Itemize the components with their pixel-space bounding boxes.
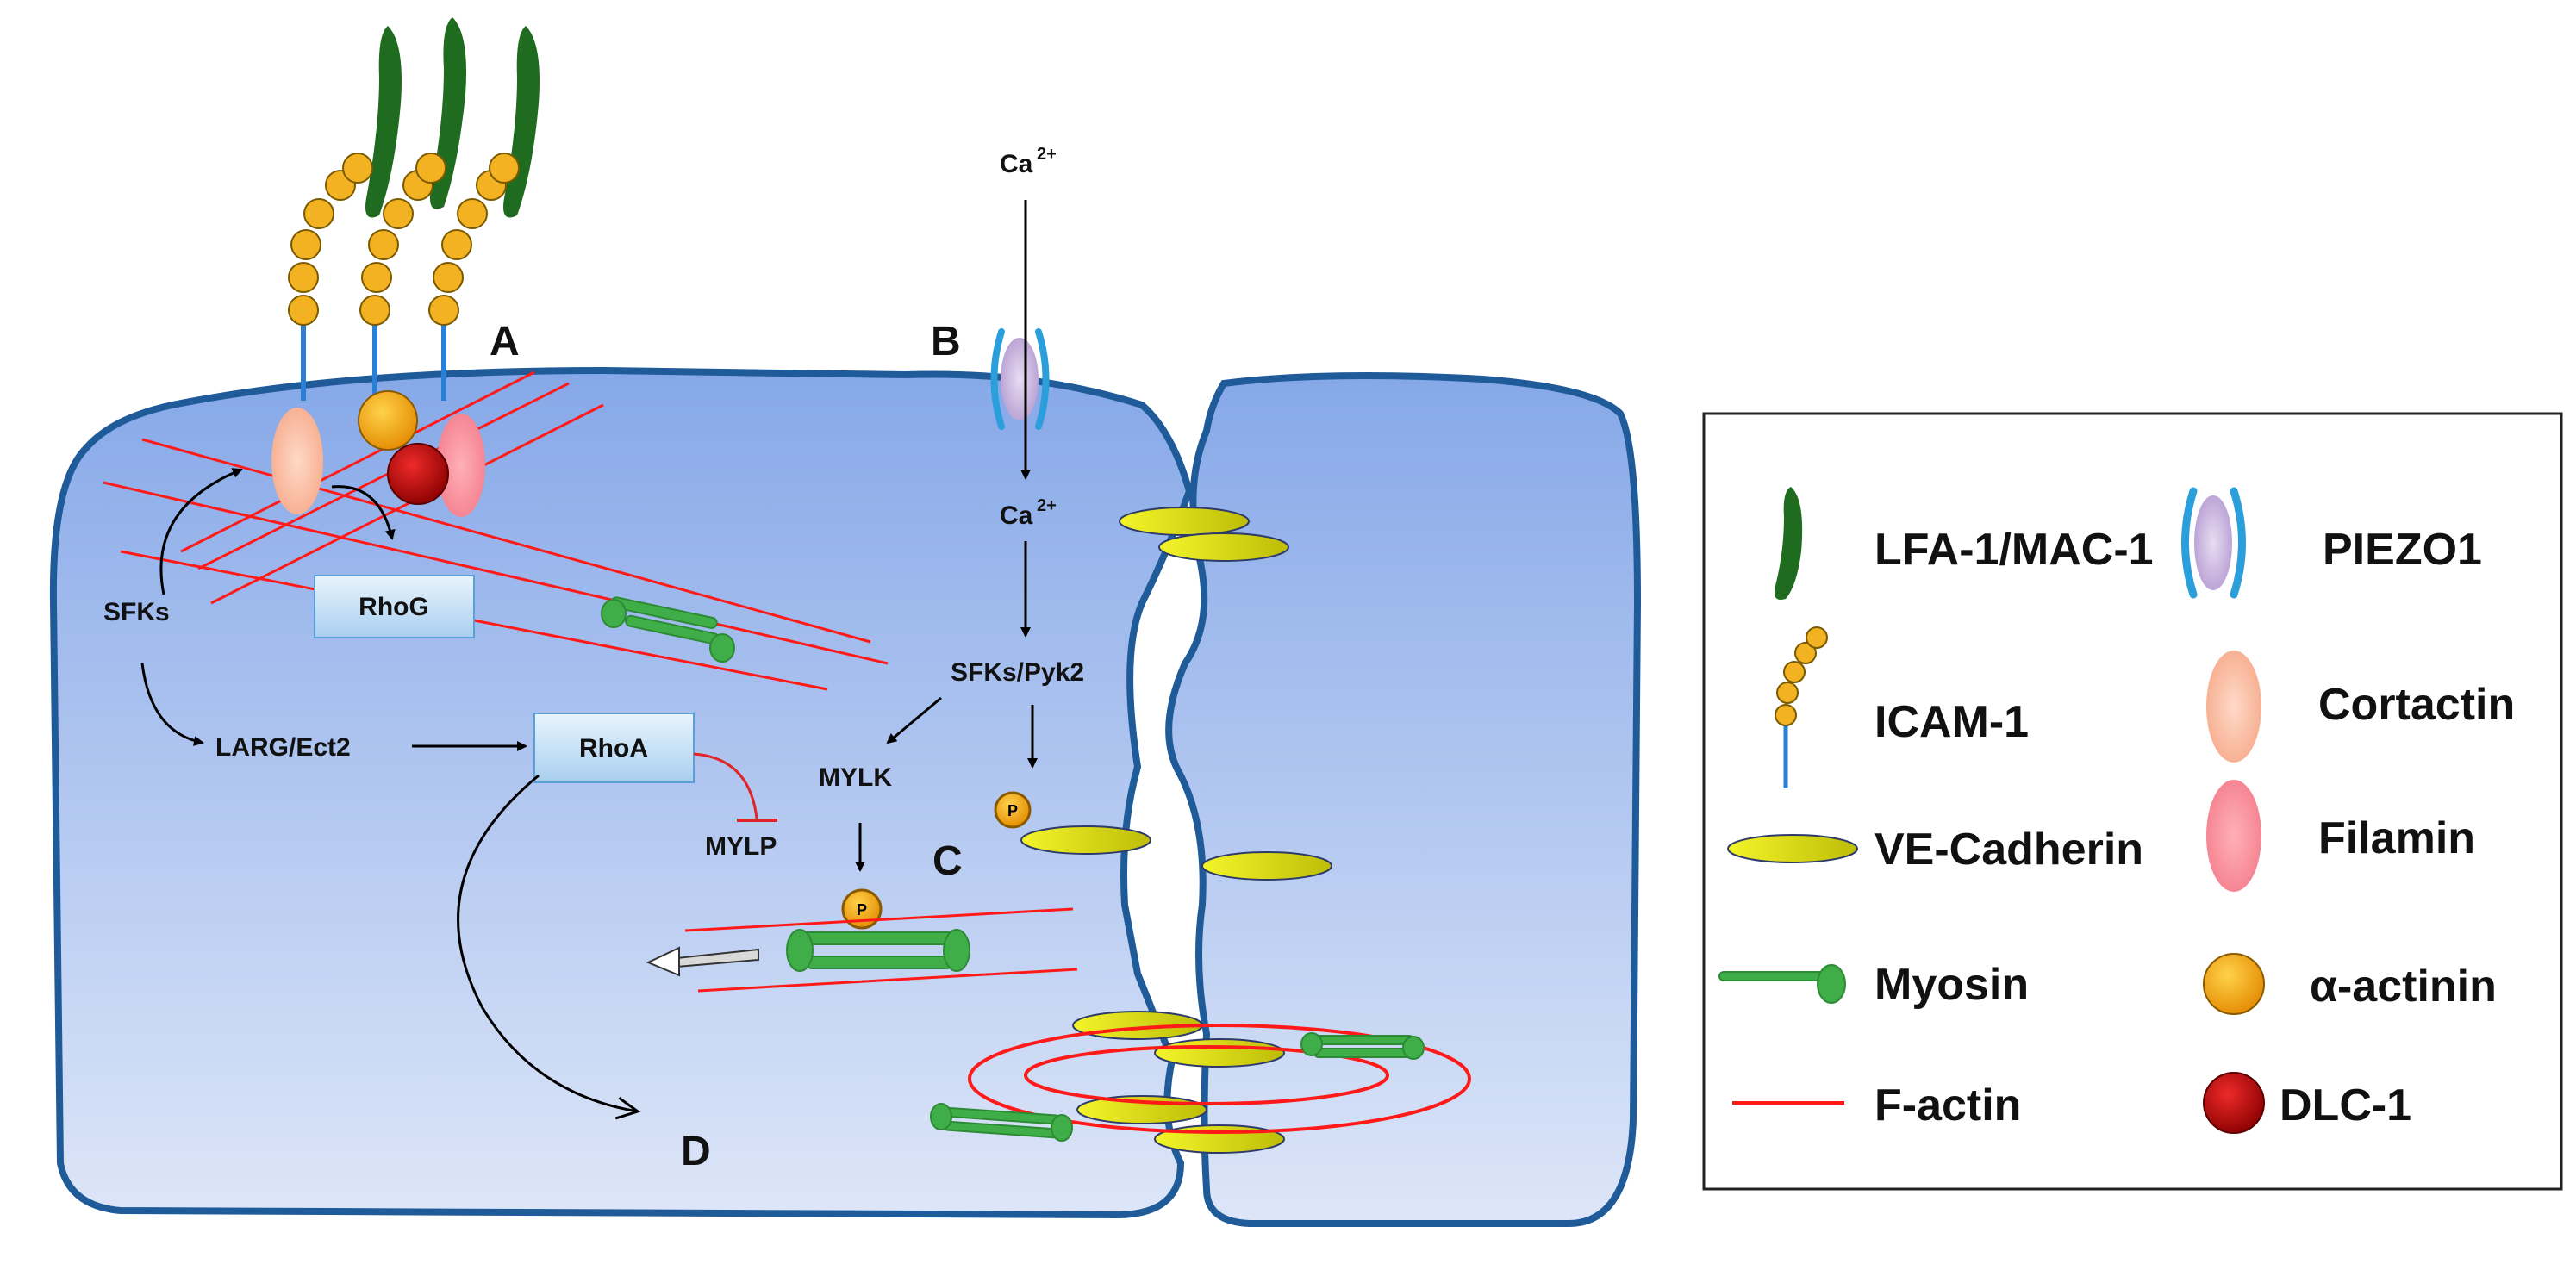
- panel-d-label: D: [681, 1129, 711, 1174]
- ca-outside-charge: 2+: [1037, 145, 1057, 164]
- cortactin-shape: [271, 408, 323, 514]
- ca-inside-label: Ca: [1000, 501, 1033, 530]
- filamin-icon: [2206, 780, 2261, 892]
- phospho-cadherin-label: P: [1007, 802, 1018, 819]
- filamin-shape: [437, 414, 485, 517]
- ca-outside-label: Ca: [1000, 150, 1033, 178]
- legend-label-cortactin: Cortactin: [2318, 680, 2515, 730]
- piezo1-channel: [990, 328, 1050, 430]
- phospho-myosin-icon: [841, 888, 883, 930]
- sfks-label: SFKs: [103, 598, 170, 626]
- sfks-to-larg-arrow: [140, 663, 204, 746]
- legend-label-alpha-actinin: α-actinin: [2310, 962, 2497, 1012]
- rhog-box: [314, 575, 475, 638]
- right-endothelial-cell: [1165, 372, 1642, 1227]
- rhoa-to-d-arrow: [457, 774, 641, 1120]
- myosin-a: [601, 596, 735, 663]
- panel-a-label: A: [490, 319, 520, 364]
- ve-cadherin-icon: [1727, 834, 1858, 863]
- rhoa-label: RhoA: [579, 734, 648, 763]
- lfa1-mac1-icon: [1774, 487, 1803, 600]
- mylp-label: MYLP: [705, 832, 777, 861]
- phospho-myosin-label: P: [857, 901, 867, 918]
- phospho-cadherin-icon: [994, 791, 1032, 829]
- dlc1-icon: [2203, 1072, 2265, 1134]
- legend-label-lfa1-mac1: LFA-1/MAC-1: [1874, 525, 2154, 575]
- legend-box: [1702, 412, 2563, 1191]
- dlc1-shape: [387, 443, 449, 505]
- legend-label-filamin: Filamin: [2318, 813, 2475, 863]
- sfks-pyk2-label: SFKs/Pyk2: [951, 658, 1084, 687]
- legend-label-dlc1: DLC-1: [2280, 1080, 2411, 1130]
- myosin-c: [786, 929, 970, 972]
- alpha-actinin-shape: [358, 390, 418, 451]
- legend-label-icam1: ICAM-1: [1874, 697, 2029, 747]
- sfks-pyk2-to-mylk-arrow: [886, 696, 942, 744]
- ca-inside-charge: 2+: [1037, 496, 1057, 515]
- rhog-label: RhoG: [359, 593, 429, 621]
- legend-label-piezo1: PIEZO1: [2323, 525, 2482, 575]
- contraction-direction-arrow: [646, 946, 759, 977]
- legend-label-f-actin: F-actin: [1874, 1080, 2021, 1130]
- cortactin-to-rhog-arrow: [331, 485, 396, 540]
- cortactin-icon: [2206, 651, 2261, 763]
- icam1-icon: [1775, 626, 1828, 788]
- legend: LFA-1/MAC-1 ICAM-1 VE-Cadherin Myosin F-…: [1702, 412, 2563, 1191]
- panel-c-label: C: [932, 838, 963, 884]
- larg-ect2-label: LARG/Ect2: [215, 733, 351, 762]
- myosin-icon: [1718, 964, 1846, 1004]
- mylk-label: MYLK: [819, 763, 892, 792]
- piezo1-icon: [2181, 487, 2246, 599]
- f-actin-contraction-c: [684, 907, 1078, 993]
- lfa1-mac1-integrins: [365, 17, 540, 218]
- alpha-actinin-icon: [2203, 953, 2265, 1015]
- panel-b-label: B: [931, 319, 961, 364]
- myosin-d: [930, 1032, 1425, 1142]
- legend-label-myosin: Myosin: [1874, 960, 2029, 1010]
- sfks-to-cortactin-arrow: [159, 468, 243, 595]
- cortical-actin-ring-d: [968, 1024, 1471, 1134]
- rhoa-box: [533, 713, 695, 783]
- legend-label-ve-cadherin: VE-Cadherin: [1874, 825, 2143, 875]
- rhoa-inhibits-mylp: [693, 752, 758, 819]
- icam1-chains: [288, 153, 520, 401]
